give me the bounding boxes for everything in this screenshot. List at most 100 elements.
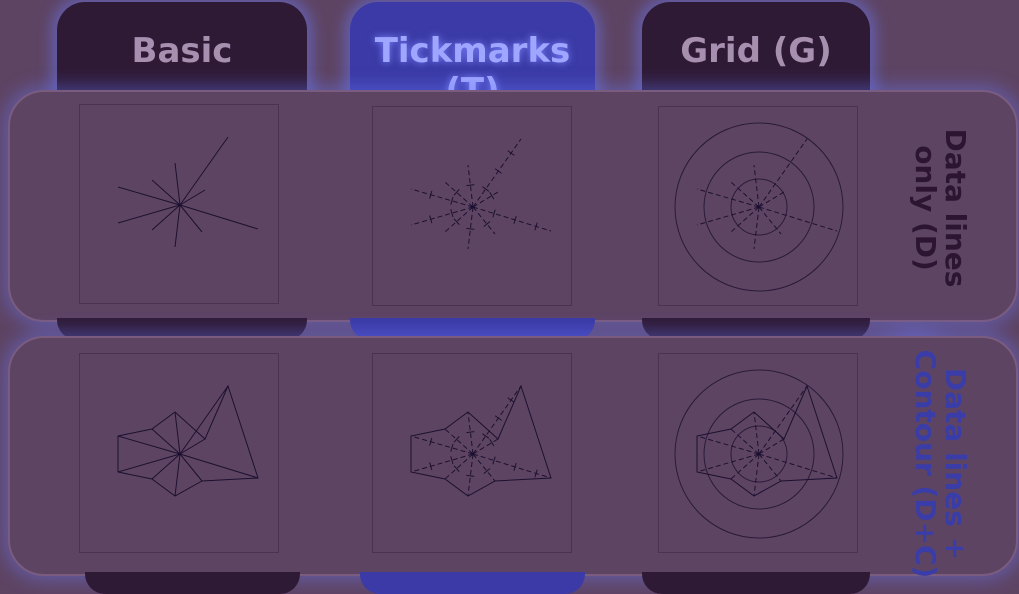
data-line-7 <box>753 206 760 250</box>
data-line-4 <box>410 188 474 208</box>
data-line-1 <box>758 191 785 208</box>
data-line-7 <box>753 453 760 497</box>
data-line-6 <box>151 204 181 231</box>
data-line-5 <box>696 453 760 473</box>
data-line-7 <box>467 453 474 497</box>
tickmark <box>483 221 491 227</box>
data-line-1 <box>472 438 499 455</box>
tickmark <box>492 456 496 465</box>
tickmark <box>466 474 475 477</box>
tickmark <box>483 468 491 474</box>
data-line-3 <box>151 179 181 206</box>
row-label-data-lines-contour: Data lines + Contour (D+C) <box>909 349 972 579</box>
data-line-8 <box>758 453 782 482</box>
data-line-0 <box>179 385 229 455</box>
radar-tickmarks-contour <box>372 353 572 553</box>
grid-ring-2 <box>730 178 788 236</box>
data-line-9 <box>179 204 259 230</box>
tickmark <box>453 436 460 443</box>
data-line-3 <box>730 181 760 208</box>
data-line-8 <box>179 204 203 233</box>
data-line-2 <box>753 164 760 208</box>
data-line-4 <box>696 188 760 208</box>
radar-grid-data-lines <box>658 106 858 306</box>
data-line-1 <box>179 438 206 455</box>
grid-ring-0 <box>674 122 844 292</box>
tickmark <box>494 168 502 174</box>
grid-ring-2 <box>730 425 788 483</box>
data-line-2 <box>174 162 181 206</box>
tickmark <box>466 431 475 434</box>
column-label-grid: Grid (G) <box>680 31 832 71</box>
data-line-2 <box>174 411 181 455</box>
data-line-2 <box>467 164 474 208</box>
data-line-1 <box>472 191 499 208</box>
data-line-9 <box>179 453 259 479</box>
data-line-3 <box>151 428 181 455</box>
column-tab-grid <box>642 2 870 92</box>
tickmark <box>450 209 454 218</box>
tickmark <box>482 186 490 192</box>
data-line-6 <box>151 453 181 480</box>
data-line-0 <box>758 385 808 455</box>
grid-ring-0 <box>674 369 844 539</box>
tickmark <box>534 222 538 231</box>
data-line-0 <box>179 136 229 206</box>
contour-line <box>410 384 552 497</box>
tickmark <box>507 150 515 156</box>
data-line-7 <box>174 204 181 248</box>
tickmark <box>429 462 433 471</box>
contour-line <box>696 384 838 497</box>
data-line-9 <box>472 206 552 232</box>
data-line-5 <box>117 204 181 224</box>
tickmark <box>429 437 433 446</box>
data-line-7 <box>174 453 181 497</box>
row-band-data-lines-contour <box>8 336 1018 576</box>
data-line-2 <box>467 411 474 455</box>
data-line-5 <box>410 206 474 226</box>
data-line-3 <box>730 428 760 455</box>
data-line-1 <box>179 189 206 206</box>
tickmark <box>489 438 495 447</box>
data-line-4 <box>117 435 181 455</box>
row-label-data-lines: Data lines only (D) <box>909 128 972 288</box>
data-line-4 <box>117 186 181 206</box>
data-line-1 <box>758 438 785 455</box>
data-line-0 <box>472 138 522 208</box>
tickmark <box>489 191 495 200</box>
data-line-0 <box>758 138 808 208</box>
data-line-9 <box>758 453 838 479</box>
radar-tickmarks-data-lines <box>372 106 572 306</box>
data-line-8 <box>179 453 203 482</box>
tickmark <box>450 456 454 465</box>
data-line-6 <box>444 206 474 233</box>
tickmark <box>492 209 496 218</box>
data-line-2 <box>753 411 760 455</box>
data-line-5 <box>117 453 181 473</box>
tickmark <box>507 397 515 403</box>
column-tab-basic <box>57 2 307 92</box>
data-line-3 <box>444 181 474 208</box>
tickmark <box>466 227 475 230</box>
tickmark <box>513 215 517 224</box>
tickmark <box>453 218 460 225</box>
data-line-9 <box>758 206 838 232</box>
tickmark <box>453 189 460 196</box>
tickmark <box>450 443 454 452</box>
grid-ring-1 <box>703 151 815 263</box>
tickmark <box>429 215 433 224</box>
tickmark <box>453 465 460 472</box>
tickmark <box>429 190 433 199</box>
data-line-6 <box>730 453 760 480</box>
data-line-4 <box>410 435 474 455</box>
data-line-7 <box>467 206 474 250</box>
radar-grid-contour <box>658 353 858 553</box>
tickmark <box>534 469 538 478</box>
data-line-6 <box>730 206 760 233</box>
column-label-basic: Basic <box>131 31 233 71</box>
tickmark <box>466 184 475 187</box>
tickmark <box>450 196 454 205</box>
grid-ring-1 <box>703 398 815 510</box>
data-line-5 <box>696 206 760 226</box>
data-line-0 <box>472 385 522 455</box>
